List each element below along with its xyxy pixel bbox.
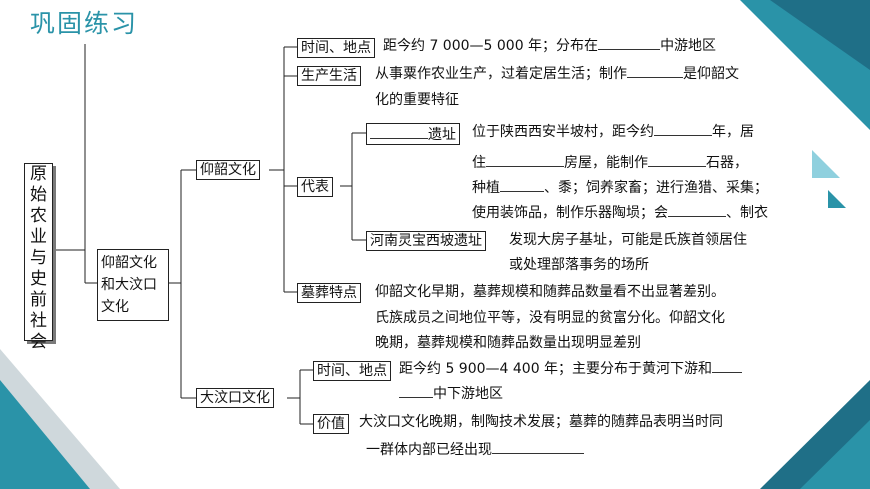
dawenkou-time-place-line2: 中下游地区: [399, 382, 503, 407]
burial-line3: 晚期，墓葬规模和随葬品数量出现明显差别: [375, 335, 641, 351]
root-char: 业: [30, 227, 47, 247]
text: 从事粟作农业生产，过着定居生活；制作: [375, 66, 627, 82]
fill-blank: [486, 152, 564, 167]
text: 中下游地区: [433, 386, 503, 402]
node-dawenkou-time-place: 时间、地点: [313, 361, 391, 381]
node-yangshao-life: 生产生活: [297, 66, 361, 86]
fill-blank: [712, 358, 743, 373]
fill-blank: [500, 177, 544, 192]
text: 距今约 7 000—5 000 年；分布在: [383, 38, 599, 54]
root-char: 社: [30, 311, 47, 331]
fill-blank: [399, 383, 433, 398]
text: 中游地区: [660, 38, 717, 54]
node-yangshao-time-place: 时间、地点: [297, 38, 375, 58]
node-dawenkou-value: 价值: [313, 414, 349, 434]
page-title: 巩固练习: [30, 9, 139, 38]
root-char: 农: [30, 206, 47, 226]
dawenkou-value-line2: 一群体内部已经出现: [366, 438, 584, 463]
root-char: 前: [30, 290, 47, 310]
node-line: 和大汶口: [101, 277, 157, 293]
node-xipo-site: 河南灵宝西坡遗址: [366, 231, 486, 251]
dawenkou-time-place-line1: 距今约 5 900—4 400 年；主要分布于黄河下游和: [399, 357, 743, 382]
fill-blank: [492, 439, 584, 454]
root-char: 原: [30, 164, 47, 184]
fill-blank: [370, 124, 428, 139]
banpo-line4: 使用装饰品，制作乐器陶埙；会 、制衣: [472, 201, 768, 226]
text: 年，居: [712, 124, 754, 140]
node-representative: 代表: [297, 177, 333, 197]
root-char: 史: [30, 269, 47, 289]
text: 一群体内部已经出现: [366, 442, 492, 458]
yangshao-time-place-text: 距今约 7 000—5 000 年；分布在 中游地区: [383, 34, 716, 59]
fill-blank: [654, 121, 712, 136]
node-line: 文化: [101, 299, 129, 315]
node-yangshao-dawenkou: 仰韶文化 和大汶口 文化: [97, 249, 169, 321]
node-dawenkou: 大汶口文化: [196, 388, 274, 408]
fill-blank: [648, 152, 706, 167]
text: 距今约 5 900—4 400 年；主要分布于黄河下游和: [399, 361, 713, 377]
node-yangshao: 仰韶文化: [196, 160, 260, 180]
root-node-primitive-agriculture: 原 始 农 业 与 史 前 社 会: [24, 163, 53, 352]
node-banpo-site: 遗址: [366, 123, 460, 145]
text: 位于陕西西安半坡村，距今约: [472, 124, 654, 140]
fill-blank: [627, 63, 683, 78]
dawenkou-value-line1: 大汶口文化晚期，制陶技术发展；墓葬的随葬品表明当时同: [359, 414, 723, 430]
root-char: 与: [30, 248, 47, 268]
text: 遗址: [428, 127, 456, 143]
text: 石器，: [706, 155, 748, 171]
root-char: 始: [30, 185, 47, 205]
burial-line1: 仰韶文化早期，墓葬规模和随葬品数量看不出显著差别。: [375, 284, 725, 300]
text: 是仰韶文: [683, 66, 739, 82]
text: 、黍；饲养家畜；进行渔猎、采集；: [544, 180, 768, 196]
fill-blank: [598, 35, 661, 50]
banpo-line2: 住 房屋，能制作 石器，: [472, 151, 748, 176]
xipo-line1: 发现大房子基址，可能是氏族首领居住: [509, 232, 747, 248]
node-line: 仰韶文化: [101, 255, 157, 271]
root-char: 会: [30, 332, 47, 352]
text: 房屋，能制作: [564, 155, 648, 171]
fill-blank: [668, 202, 726, 217]
banpo-line3: 种植 、黍；饲养家畜；进行渔猎、采集；: [472, 176, 768, 201]
banpo-line1: 位于陕西西安半坡村，距今约 年，居: [472, 120, 754, 145]
xipo-line2: 或处理部落事务的场所: [509, 257, 649, 273]
text: 住: [472, 155, 486, 171]
node-burial: 墓葬特点: [297, 283, 361, 303]
text: 、制衣: [726, 205, 768, 221]
yangshao-life-text-line2: 化的重要特征: [375, 92, 459, 108]
text: 使用装饰品，制作乐器陶埙；会: [472, 205, 668, 221]
yangshao-life-text: 从事粟作农业生产，过着定居生活；制作 是仰韶文: [375, 62, 739, 87]
text: 种植: [472, 180, 500, 196]
burial-line2: 氏族成员之间地位平等，没有明显的贫富分化。仰韶文化: [375, 310, 725, 326]
